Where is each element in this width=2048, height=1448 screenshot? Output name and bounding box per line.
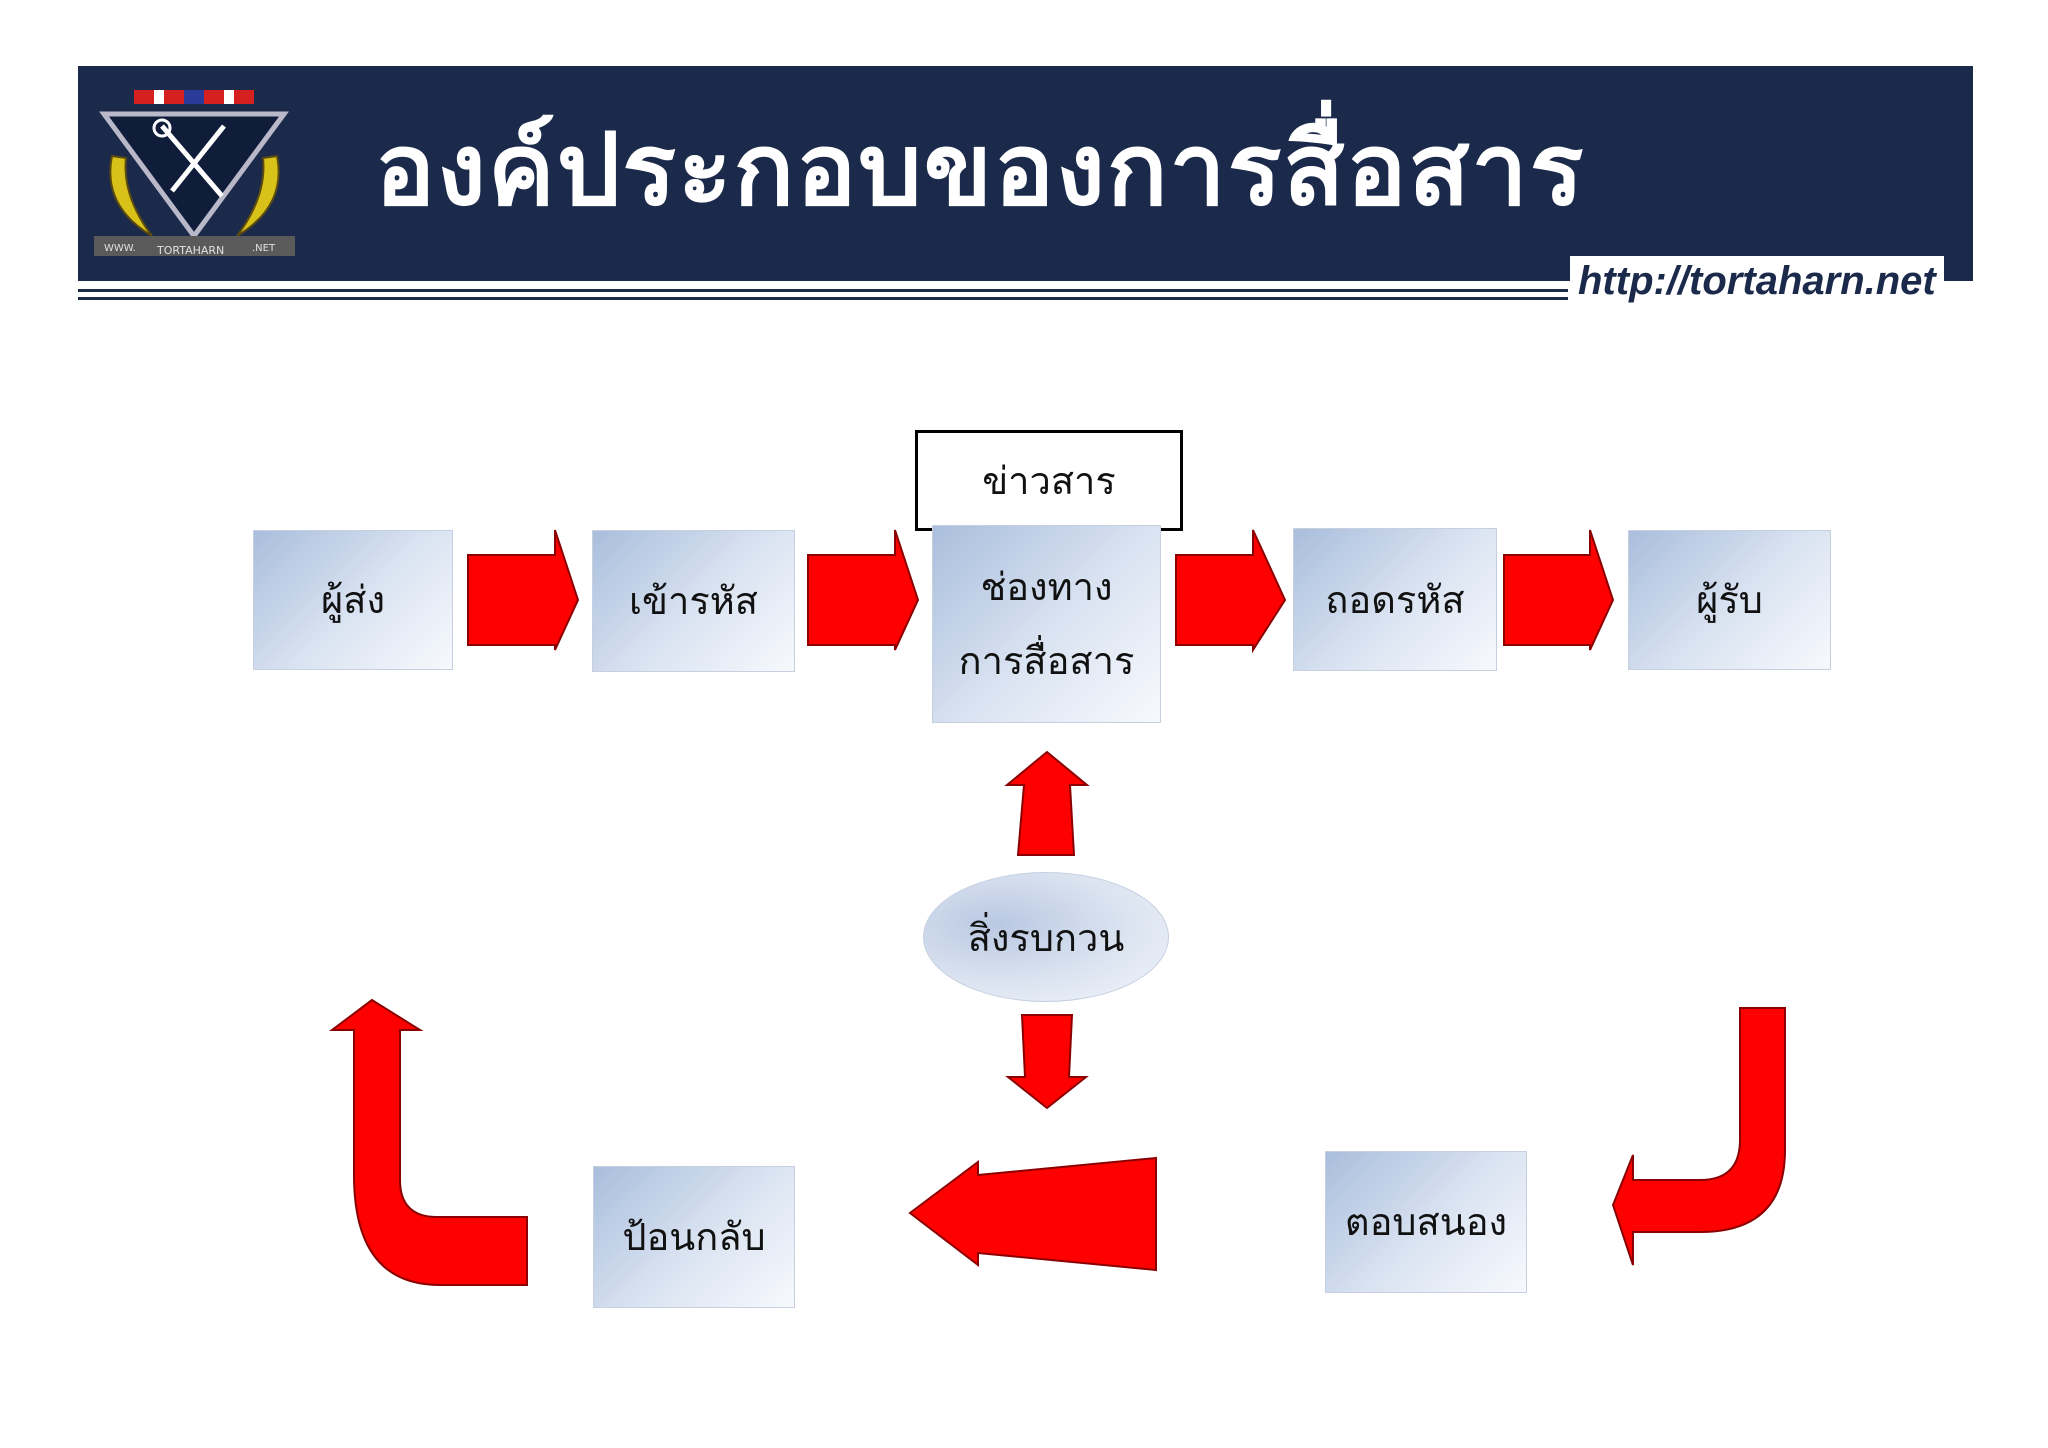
svg-text:.NET: .NET xyxy=(252,243,276,254)
arrow-right-icon xyxy=(807,529,920,651)
node-channel: ช่องทาง การสื่อสาร xyxy=(932,525,1161,723)
node-label: ผู้รับ xyxy=(1696,578,1763,622)
arrow-up-icon xyxy=(1004,750,1090,856)
arrow-left-icon xyxy=(908,1156,1157,1272)
arrow-right-icon xyxy=(1175,529,1287,654)
node-receiver: ผู้รับ xyxy=(1628,530,1831,670)
node-label: ตอบสนอง xyxy=(1344,1200,1508,1244)
node-encoder: เข้ารหัส xyxy=(592,530,795,672)
node-feedback: ป้อนกลับ xyxy=(593,1166,795,1308)
node-label: เข้ารหัส xyxy=(629,579,758,623)
noise-label: สิ่งรบกวน xyxy=(967,915,1125,960)
node-label: ถอดรหัส xyxy=(1325,577,1465,622)
message-box: ข่าวสาร xyxy=(915,430,1183,531)
arrow-right-icon xyxy=(467,529,580,651)
site-url: http://tortaharn.net xyxy=(1570,256,1944,306)
message-label: ข่าวสาร xyxy=(982,459,1116,503)
node-sender: ผู้ส่ง xyxy=(253,530,453,670)
node-label: ป้อนกลับ xyxy=(622,1215,766,1259)
arrow-down-icon xyxy=(1005,1014,1089,1110)
curved-arrow-up-icon xyxy=(329,998,528,1286)
header-rule xyxy=(78,297,1568,300)
svg-text:TORTAHARN: TORTAHARN xyxy=(156,244,224,257)
node-label: ช่องทาง การสื่อสาร xyxy=(958,565,1135,683)
page-title: องค์ประกอบของการสื่อสาร xyxy=(375,111,1586,228)
tortaharn-logo: WWW. TORTAHARN .NET xyxy=(94,90,295,257)
curved-arrow-down-left-icon xyxy=(1611,1007,1786,1266)
svg-text:WWW.: WWW. xyxy=(104,243,136,254)
node-response: ตอบสนอง xyxy=(1325,1151,1527,1293)
header-banner xyxy=(78,66,1973,281)
arrow-right-icon xyxy=(1503,529,1615,651)
node-label: ผู้ส่ง xyxy=(320,578,385,622)
header-rule xyxy=(78,289,1568,292)
node-decoder: ถอดรหัส xyxy=(1293,528,1497,671)
noise-ellipse: สิ่งรบกวน xyxy=(923,872,1169,1002)
